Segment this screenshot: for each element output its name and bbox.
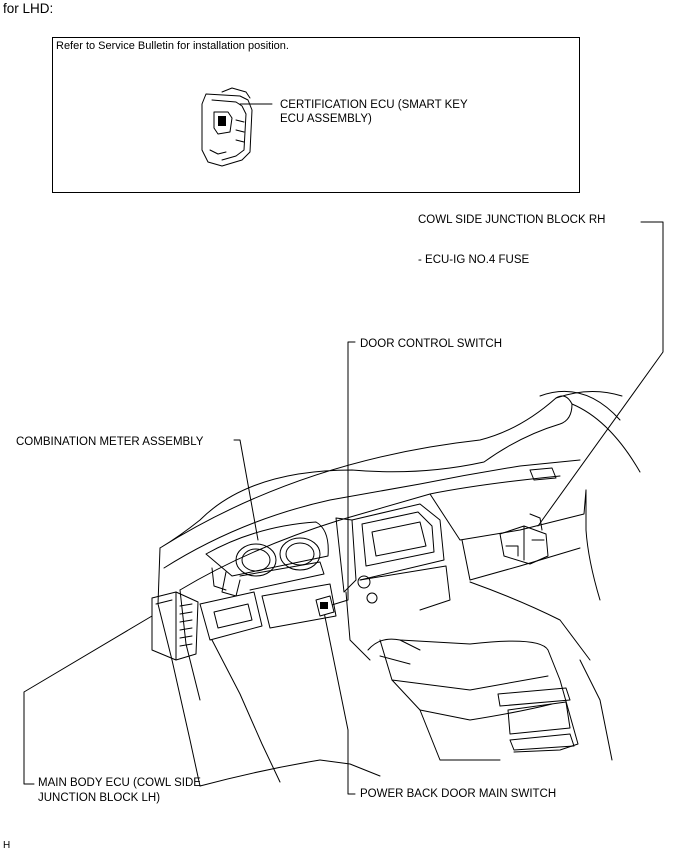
- certification-ecu-drawing: [201, 87, 273, 167]
- cowl-side-junction-block-drawing: [499, 513, 549, 565]
- main-body-ecu-leader-line: [23, 615, 153, 785]
- combination-meter-label: COMBINATION METER ASSEMBLY: [16, 436, 204, 448]
- door-control-switch-drawing: [315, 595, 335, 617]
- page-header: for LHD:: [3, 1, 54, 16]
- power-back-door-switch-label: POWER BACK DOOR MAIN SWITCH: [360, 788, 557, 800]
- certification-ecu-label-line2: ECU ASSEMBLY): [280, 113, 372, 125]
- combination-meter-drawing: [205, 521, 329, 597]
- door-control-switch-label: DOOR CONTROL SWITCH: [360, 338, 503, 350]
- power-back-door-leader-line: [323, 611, 356, 795]
- certification-ecu-label: CERTIFICATION ECU (SMART KEY ECU ASSEMBL…: [280, 98, 468, 126]
- cowl-leader-line: [537, 221, 664, 527]
- service-bulletin-note: Refer to Service Bulletin for installati…: [56, 40, 289, 52]
- ecu-ig-fuse-label: - ECU-IG NO.4 FUSE: [418, 254, 530, 266]
- main-body-ecu-drawing: [151, 591, 199, 661]
- cowl-side-junction-block-rh-label: COWL SIDE JUNCTION BLOCK RH: [418, 214, 606, 226]
- main-body-ecu-label-line1: MAIN BODY ECU (COWL SIDE: [38, 777, 201, 789]
- combination-meter-leader-line: [233, 439, 259, 541]
- figure-code: H: [3, 840, 11, 851]
- inset-box: [52, 37, 580, 193]
- door-switch-leader-line: [321, 341, 356, 609]
- main-body-ecu-label-line2: JUNCTION BLOCK LH): [38, 792, 161, 804]
- certification-ecu-label-line1: CERTIFICATION ECU (SMART KEY: [280, 99, 468, 111]
